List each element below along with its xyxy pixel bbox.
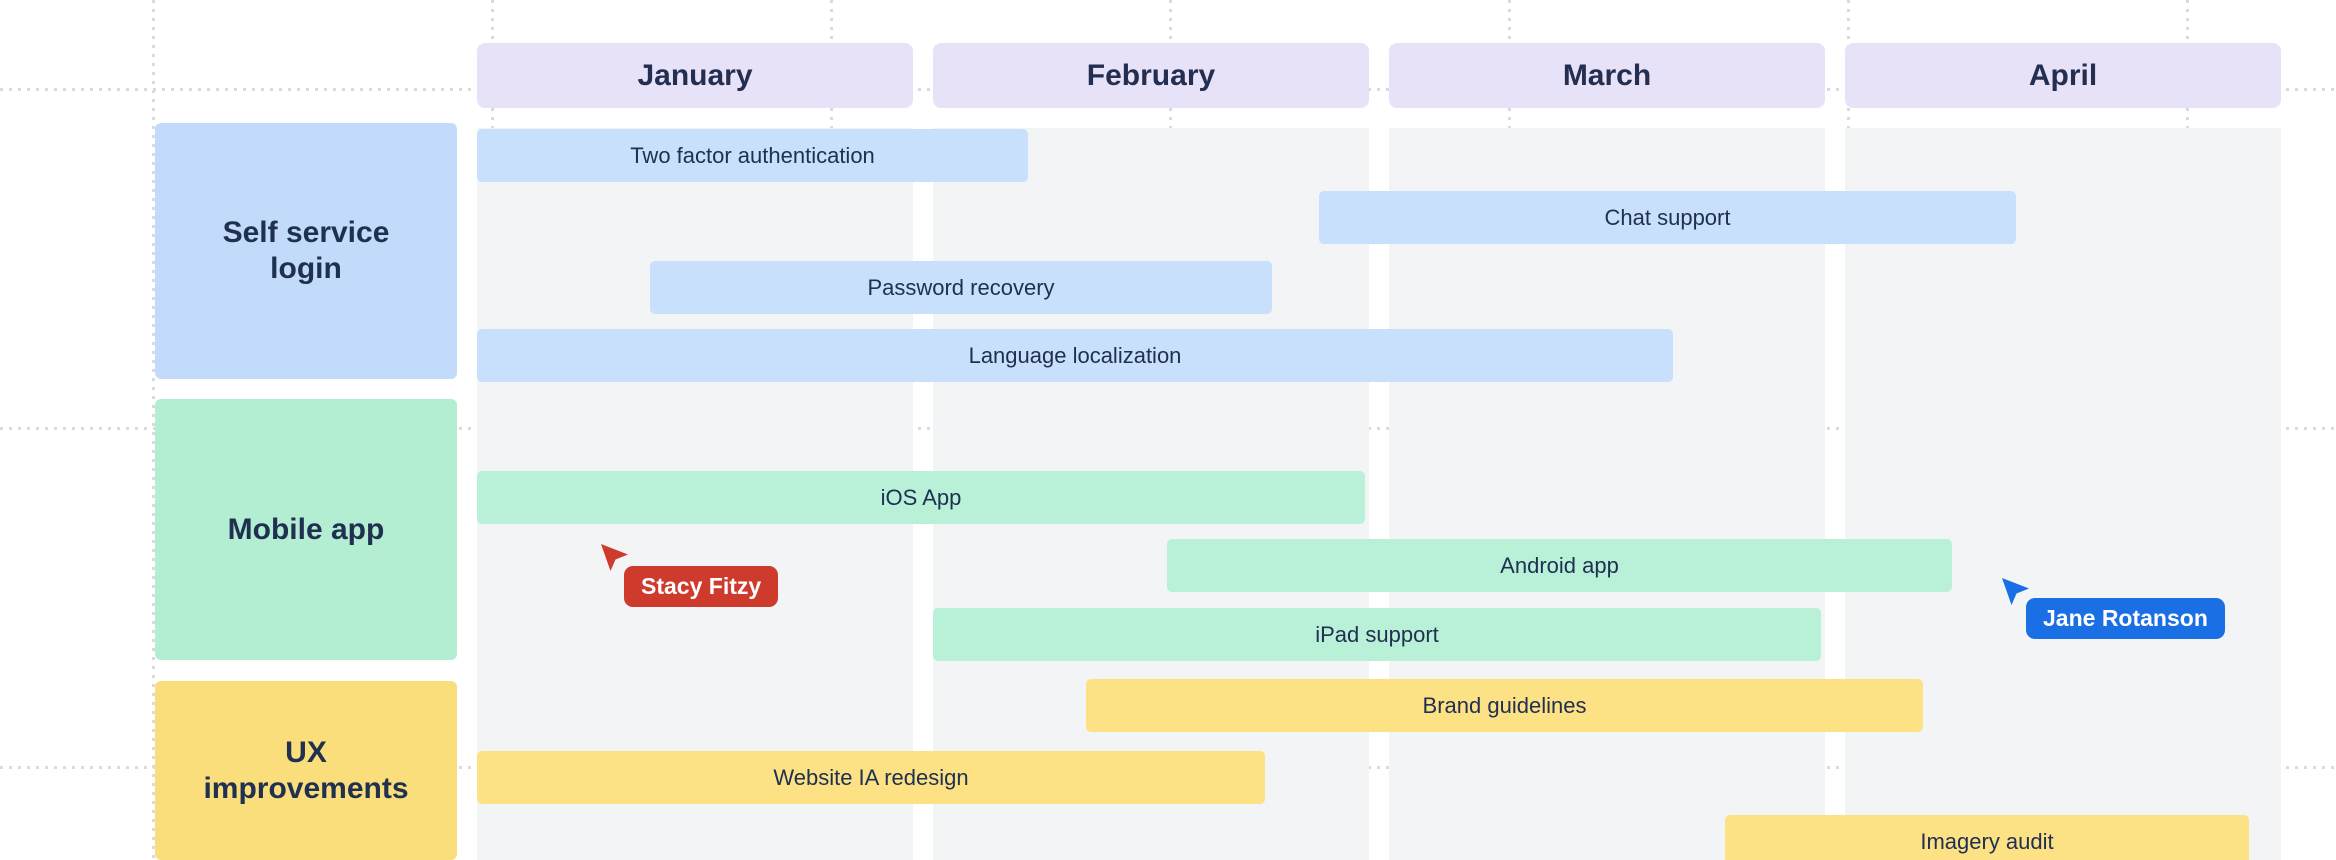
task-label: Language localization [968, 342, 1182, 368]
user-cursor-name-badge: Stacy Fitzy [624, 566, 779, 607]
task-bar-brand-guidelines[interactable]: Brand guidelines [1086, 679, 1923, 732]
task-bar-website-ia-redesign[interactable]: Website IA redesign [477, 751, 1265, 804]
task-label: Imagery audit [1920, 828, 2054, 854]
task-bar-imagery-audit[interactable]: Imagery audit [1725, 815, 2249, 860]
task-bar-language-localization[interactable]: Language localization [477, 329, 1673, 382]
task-label: Android app [1500, 552, 1619, 578]
month-header-label: March [1562, 58, 1652, 92]
cursor-arrow-icon [2002, 578, 2029, 605]
month-header-february[interactable]: February [933, 43, 1369, 108]
task-label: Two factor authentication [630, 142, 875, 168]
task-label: Password recovery [867, 274, 1055, 300]
task-bar-ios-app[interactable]: iOS App [477, 471, 1365, 524]
category-label: Self service login [222, 216, 390, 285]
month-header-label: February [1086, 58, 1216, 92]
category-label: UX improvements [203, 735, 409, 805]
month-header-march[interactable]: March [1389, 43, 1825, 108]
cursor-arrow-icon [601, 544, 628, 571]
task-label: iPad support [1315, 621, 1439, 647]
user-cursor-stacy-fitzy: Stacy Fitzy [600, 543, 779, 607]
task-bar-ipad-support[interactable]: iPad support [933, 608, 1821, 661]
month-column-band-march [1389, 128, 1825, 860]
task-label: Website IA redesign [773, 764, 969, 790]
month-header-label: April [2028, 58, 2098, 92]
category-block-self-service-login[interactable]: Self service login [155, 123, 457, 379]
task-label: Brand guidelines [1422, 692, 1587, 718]
task-bar-chat-support[interactable]: Chat support [1319, 191, 2016, 244]
grid-line-vertical [152, 0, 155, 860]
month-column-band-april [1845, 128, 2281, 860]
month-header-january[interactable]: January [477, 43, 913, 108]
task-label: iOS App [880, 484, 962, 510]
month-header-april[interactable]: April [1845, 43, 2281, 108]
task-bar-android-app[interactable]: Android app [1167, 539, 1952, 592]
category-label: Mobile app [227, 512, 385, 546]
task-label: Chat support [1604, 204, 1731, 230]
user-cursor-name-badge: Jane Rotanson [2026, 598, 2225, 639]
category-block-ux-improvements[interactable]: UX improvements [155, 681, 457, 860]
category-block-mobile-app[interactable]: Mobile app [155, 399, 457, 660]
user-cursor-jane-rotanson: Jane Rotanson [2001, 577, 2225, 639]
month-header-label: January [637, 58, 753, 92]
task-bar-password-recovery[interactable]: Password recovery [650, 261, 1272, 314]
task-bar-two-factor-authentication[interactable]: Two factor authentication [477, 129, 1028, 182]
